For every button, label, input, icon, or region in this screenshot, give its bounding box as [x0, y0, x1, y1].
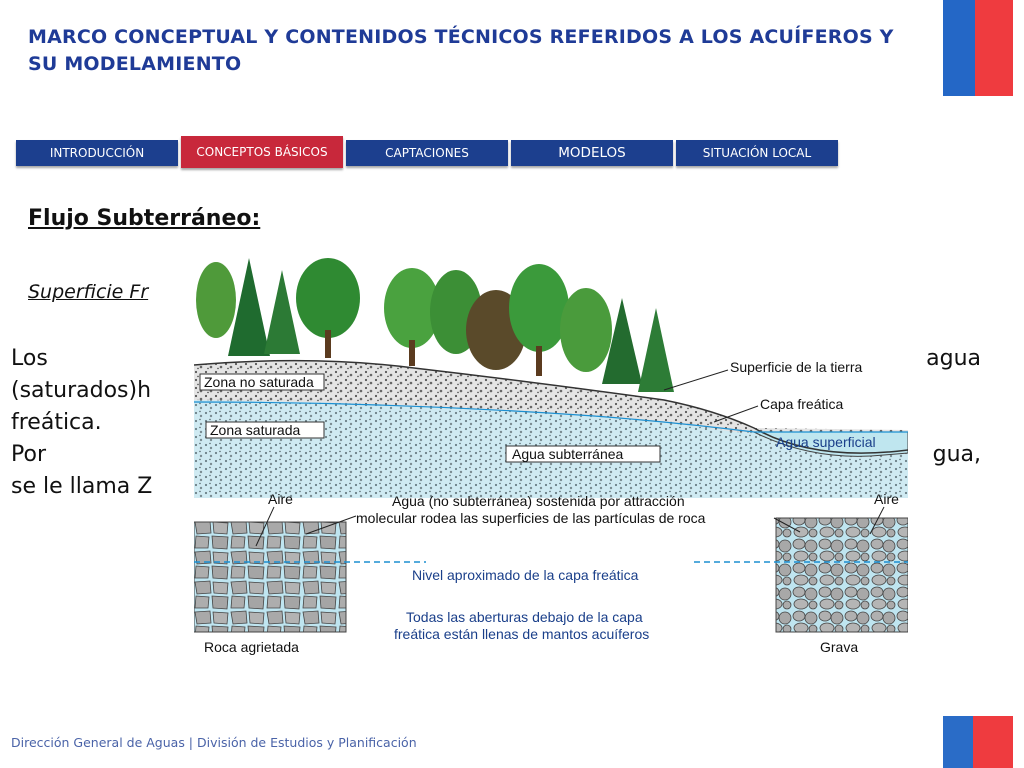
label-capa-freatica: Capa freática: [760, 396, 843, 412]
water-table-line: [194, 401, 908, 433]
surface-water: [753, 431, 908, 457]
groundwater-diagram: Zona no saturada Zona saturada Agua subt…: [194, 250, 908, 662]
page-title: MARCO CONCEPTUAL Y CONTENIDOS TÉCNICOS R…: [28, 26, 894, 75]
tree-group: [196, 258, 674, 392]
label-superficie-tierra: Superficie de la tierra: [730, 359, 863, 375]
subtitle: Superficie Fr: [28, 281, 149, 303]
label-zona-no-saturada: Zona no saturada: [204, 374, 314, 390]
label-zona-saturada: Zona saturada: [210, 422, 300, 438]
label-nivel: Nivel aproximado de la capa freática: [412, 567, 639, 583]
label-aire-right: Aire: [874, 491, 899, 507]
tab-introduccion[interactable]: INTRODUCCIÓN: [16, 140, 178, 166]
body-line-3: freática.: [11, 410, 102, 435]
label-agua-superficial: Agua superficial: [776, 434, 876, 450]
body-line-2: (saturados)h: [11, 378, 152, 403]
body-line-5: se le llama Z: [11, 474, 153, 499]
cracked-rock-panel: [194, 521, 347, 633]
flag-blue-stripe-bottom: [943, 716, 973, 768]
label-aire-left: Aire: [268, 491, 293, 507]
label-roca: Roca agrietada: [204, 639, 299, 655]
label-agua-no-sub-1: Agua (no subterránea) sostenida por attr…: [392, 493, 685, 509]
flag-blue-stripe: [943, 0, 975, 96]
label-agua-subterranea: Agua subterránea: [512, 446, 624, 462]
label-todas-1: Todas las aberturas debajo de la capa: [406, 609, 643, 625]
groundwater-illustration: Zona no saturada Zona saturada Agua subt…: [194, 258, 908, 655]
flag-logo-top: [943, 0, 1013, 96]
nav-tabs: INTRODUCCIÓN CONCEPTOS BÁSICOS CAPTACION…: [16, 136, 838, 168]
flag-red-stripe: [975, 0, 1013, 96]
label-grava: Grava: [820, 639, 858, 655]
label-todas-2: freática están llenas de mantos acuífero…: [394, 626, 649, 642]
tab-conceptos-basicos[interactable]: CONCEPTOS BÁSICOS: [181, 136, 343, 168]
gravel-panel: [775, 517, 908, 633]
tab-situacion-local[interactable]: SITUACIÓN LOCAL: [676, 140, 838, 166]
flag-red-stripe-bottom: [973, 716, 1013, 768]
section-title: Flujo Subterráneo:: [28, 206, 261, 231]
flag-logo-bottom: [943, 716, 1013, 768]
label-agua-no-sub-2: molecular rodea las superficies de las p…: [356, 510, 706, 526]
tab-captaciones[interactable]: CAPTACIONES: [346, 140, 508, 166]
ground-surface-line: [194, 359, 908, 454]
tab-modelos[interactable]: MODELOS: [511, 140, 673, 166]
footer-text: Dirección General de Aguas | División de…: [11, 735, 417, 750]
